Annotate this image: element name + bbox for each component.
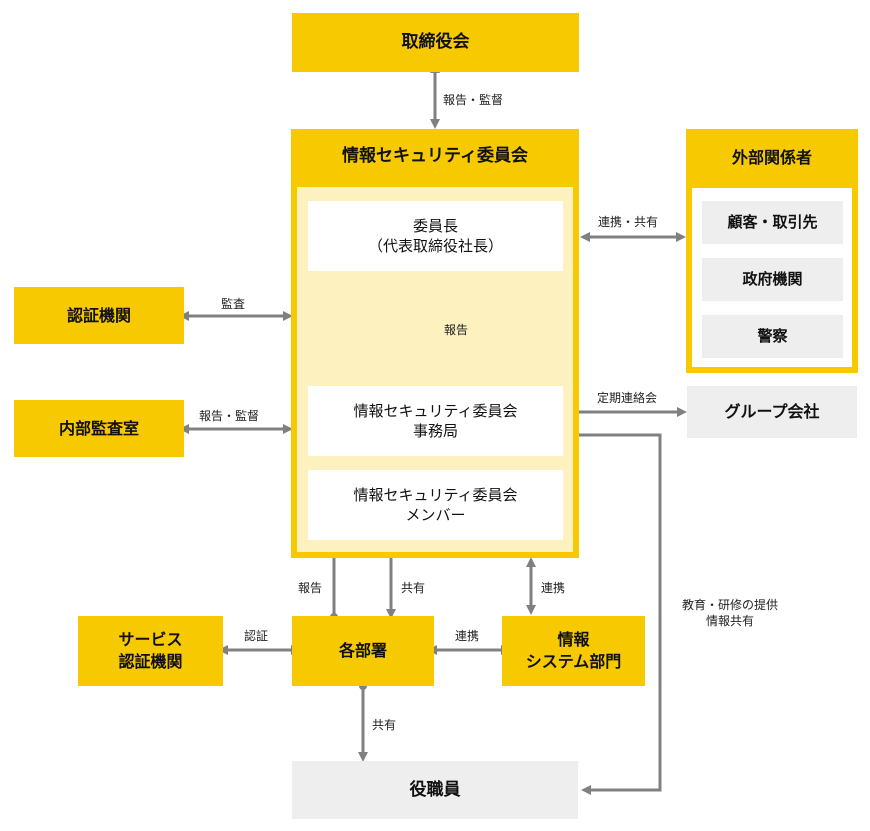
label-dept-officers: 共有 bbox=[372, 718, 397, 732]
label-group-meeting: 定期連絡会 bbox=[597, 391, 658, 405]
external-item-label: 顧客・取引先 bbox=[727, 213, 818, 232]
label-chairman-secretariat: 報告 bbox=[444, 323, 469, 337]
internal-audit-label: 内部監査室 bbox=[58, 418, 139, 438]
group-box: グループ会社 bbox=[687, 386, 857, 438]
external-item-label: 警察 bbox=[757, 327, 788, 346]
label-service-cert: 認証 bbox=[244, 629, 269, 643]
label-committee-it: 連携 bbox=[541, 581, 566, 595]
group-label: グループ会社 bbox=[724, 402, 820, 422]
secretariat-label-1: 情報セキュリティ委員会 bbox=[353, 401, 518, 420]
members-label-2: メンバー bbox=[405, 506, 466, 524]
chairman-sub-label: （代表取締役社長） bbox=[367, 237, 503, 255]
external-item-government: 政府機関 bbox=[702, 258, 843, 301]
service-cert-box: サービス 認証機関 bbox=[78, 616, 223, 686]
external-item-customers: 顧客・取引先 bbox=[702, 201, 843, 244]
officers-label: 役職員 bbox=[409, 779, 461, 800]
it-dept-box: 情報 システム部門 bbox=[502, 616, 645, 686]
label-dept-it: 連携 bbox=[455, 629, 480, 643]
label-dept-report: 報告 bbox=[298, 581, 323, 595]
committee-title: 情報セキュリティ委員会 bbox=[342, 146, 528, 166]
secretariat-label-2: 事務局 bbox=[412, 422, 458, 440]
label-dept-share: 共有 bbox=[401, 581, 426, 595]
service-cert-label-1: サービス bbox=[118, 630, 183, 650]
internal-audit-box: 内部監査室 bbox=[14, 400, 184, 457]
chairman-label: 委員長 bbox=[412, 216, 458, 235]
officers-box: 役職員 bbox=[292, 761, 578, 819]
departments-box: 各部署 bbox=[292, 616, 434, 686]
cert-body-label: 認証機関 bbox=[66, 305, 131, 325]
members-box: 情報セキュリティ委員会 メンバー bbox=[308, 470, 563, 540]
label-cert-audit: 監査 bbox=[221, 297, 246, 311]
external-item-police: 警察 bbox=[702, 315, 843, 358]
it-dept-label-1: 情報 bbox=[557, 630, 590, 650]
label-board-committee: 報告・監督 bbox=[443, 93, 504, 107]
it-dept-label-2: システム部門 bbox=[525, 652, 622, 671]
cert-body-box: 認証機関 bbox=[14, 287, 184, 344]
label-committee-external: 連携・共有 bbox=[598, 215, 659, 229]
label-education-2: 情報共有 bbox=[705, 613, 754, 628]
label-education-1: 教育・研修の提供 bbox=[681, 598, 778, 612]
external-item-label: 政府機関 bbox=[742, 270, 803, 289]
board-label: 取締役会 bbox=[401, 32, 470, 53]
members-label-1: 情報セキュリティ委員会 bbox=[353, 485, 518, 504]
chairman-box: 委員長 （代表取締役社長） bbox=[308, 201, 563, 271]
board-box: 取締役会 bbox=[292, 13, 579, 72]
label-education: 教育・研修の提供 情報共有 bbox=[666, 598, 794, 629]
label-internal-audit: 報告・監督 bbox=[199, 409, 260, 423]
departments-label: 各部署 bbox=[338, 641, 387, 661]
arrow-education-officers bbox=[564, 433, 662, 795]
external-title: 外部関係者 bbox=[731, 148, 812, 167]
secretariat-box: 情報セキュリティ委員会 事務局 bbox=[308, 386, 563, 456]
service-cert-label-2: 認証機関 bbox=[118, 652, 183, 671]
